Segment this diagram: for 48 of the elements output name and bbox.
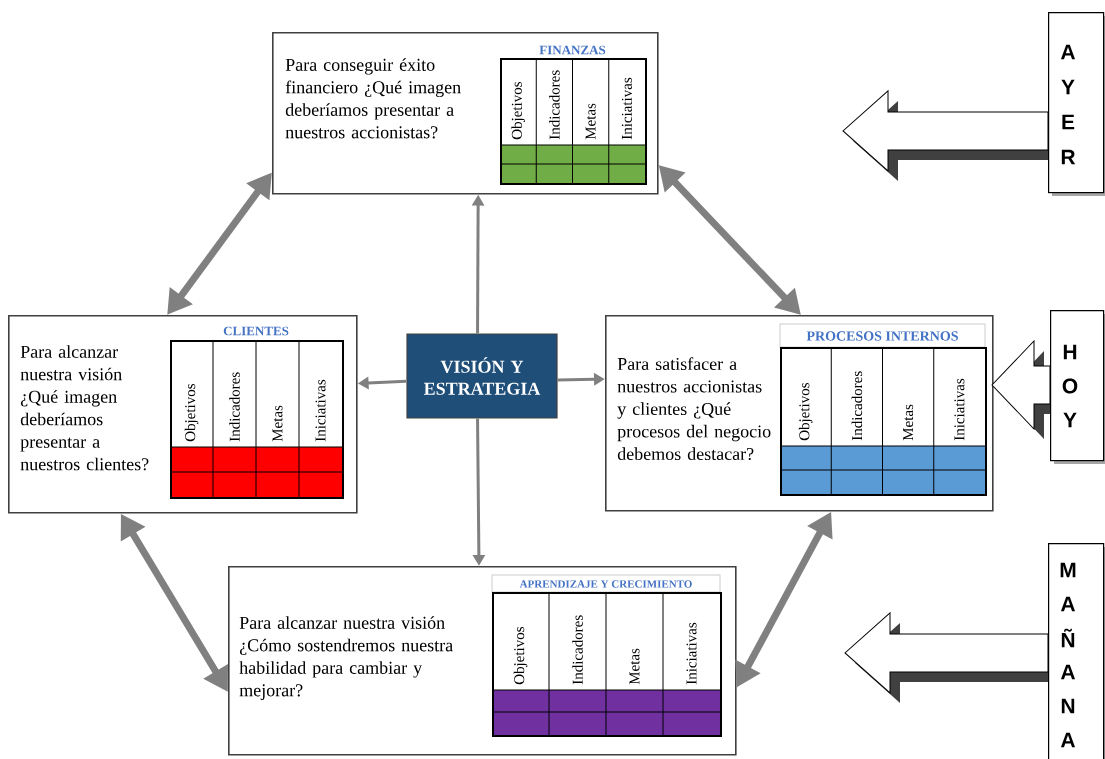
scorecard-table [499, 45, 647, 185]
timeline-box [1048, 543, 1105, 759]
question-text: Para satisfacer a nuestros accionistas y clientes ¿Qué procesos del negocio debemos destacar? [617, 357, 771, 461]
scorecard-table [779, 323, 987, 496]
column-header: Iniciativas [954, 378, 965, 441]
column-header: Metas [903, 404, 914, 441]
question-text: Para conseguir éxito financiero ¿Qué imagen deberíamos presentar a nuestros accionistas? [285, 58, 461, 139]
timeline-letter: Y [1061, 79, 1075, 95]
question-text: Para alcanzar nuestra visión ¿Qué imagen deberíamos presentar a nuestros clientes? [20, 345, 149, 471]
column-header: Objetivos [184, 384, 199, 442]
column-header: Indicadores [851, 371, 863, 441]
table-heading: PROCESOS INTERNOS [806, 331, 958, 341]
column-header: Iniciativas [621, 77, 632, 140]
timeline-letter: Y [1063, 412, 1077, 428]
timeline-letter: Ñ [1061, 628, 1075, 648]
question-text: Para alcanzar nuestra visión ¿Cómo sostendremos nuestra habilidad para cambiar y mejorar? [239, 616, 453, 701]
timeline-letter: E [1062, 114, 1075, 130]
scorecard-table [169, 326, 344, 499]
scorecard-table [491, 574, 722, 737]
timeline-letter: R [1061, 149, 1076, 165]
vision-box: VISIÓN Y ESTRATEGIA [406, 333, 558, 419]
column-header: Indicadores [549, 70, 560, 140]
timeline-box [1048, 12, 1105, 196]
column-header: Objetivos [798, 383, 813, 441]
timeline-letter: N [1061, 698, 1075, 714]
timeline-letter: O [1062, 378, 1078, 394]
column-header: Objetivos [513, 627, 528, 685]
table-heading: FINANZAS [539, 45, 606, 55]
column-header: Indicadores [229, 372, 240, 442]
column-header: Metas [272, 405, 283, 442]
block-arrow [842, 90, 1049, 181]
timeline-box [1050, 310, 1105, 464]
timeline-letter: A [1060, 664, 1076, 680]
block-arrow [844, 612, 1049, 703]
block-arrow [991, 340, 1051, 439]
table-heading: APRENDIZAJE Y CRECIMIENTO [519, 580, 692, 588]
column-header: Iniciativas [315, 379, 326, 442]
column-header: Metas [629, 648, 640, 685]
timeline-letter: A [1060, 596, 1076, 612]
column-header: Iniciativas [686, 622, 697, 685]
timeline-letter: A [1060, 44, 1076, 60]
column-header: Metas [585, 103, 596, 140]
column-header: Objetivos [511, 82, 525, 140]
column-header: Indicadores [572, 615, 583, 685]
table-heading: CLIENTES [223, 326, 289, 336]
timeline-letter: M [1060, 562, 1076, 578]
timeline-letter: A [1060, 732, 1076, 748]
timeline-letter: H [1063, 344, 1077, 360]
